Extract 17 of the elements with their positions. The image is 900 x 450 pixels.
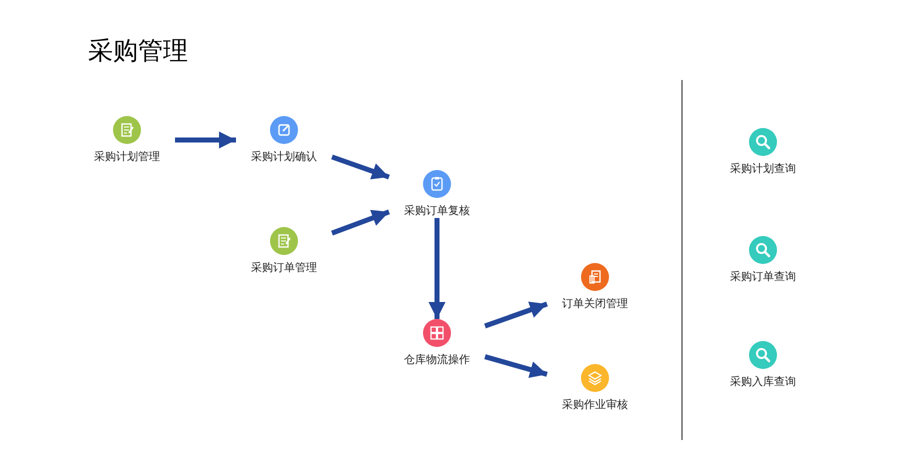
arrow: [331, 210, 390, 236]
arrow: [484, 354, 548, 378]
title: 采购管理: [88, 35, 188, 67]
node-label: 采购计划确认: [250, 150, 318, 164]
node-label: 采购计划管理: [93, 150, 161, 164]
node-label: 订单关闭管理: [561, 297, 629, 311]
arrow: [484, 302, 548, 328]
node-label: 采购订单管理: [250, 261, 318, 275]
node-label: 仓库物流操作: [403, 353, 471, 367]
node-label: 采购订单查询: [729, 270, 797, 284]
arrow: [175, 132, 236, 148]
arrow: [331, 154, 390, 180]
node-label: 采购订单复核: [403, 204, 471, 218]
node-label: 采购入库查询: [729, 375, 797, 389]
arrow: [428, 218, 446, 319]
node-label: 采购作业审核: [561, 398, 629, 412]
node-label: 采购计划查询: [729, 162, 797, 176]
